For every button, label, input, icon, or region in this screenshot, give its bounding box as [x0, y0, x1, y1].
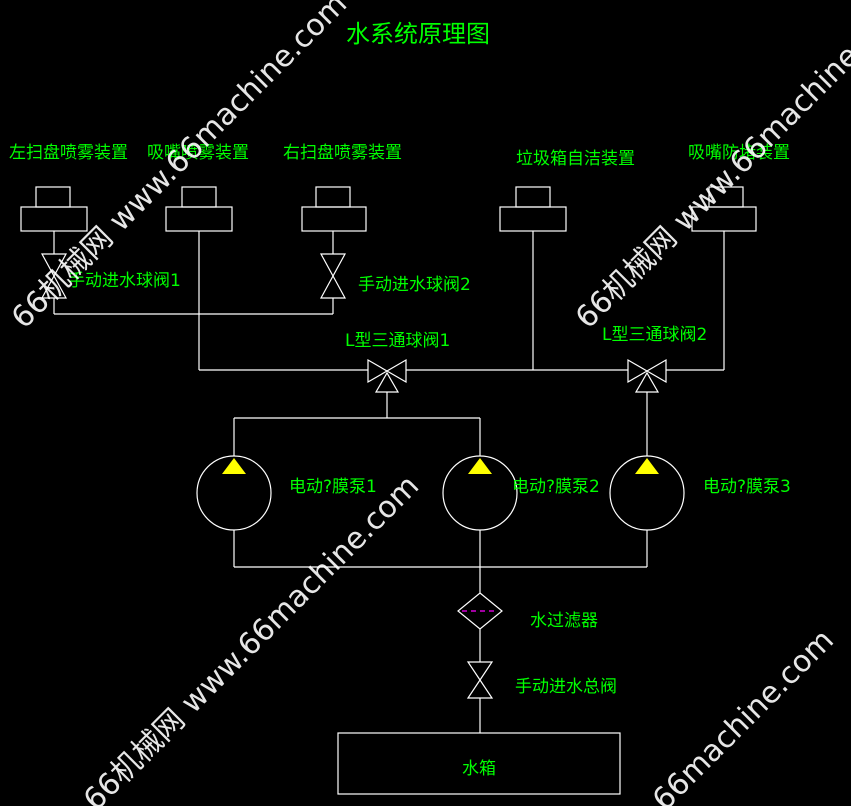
pump-2: [442, 455, 518, 531]
valve-manual-main: [466, 661, 494, 699]
water-tank: [337, 732, 621, 795]
diagram-title: 水系统原理图: [346, 20, 490, 48]
label-l-valve-2: L型三通球阀2: [602, 325, 707, 345]
valve-manual-1: [40, 253, 68, 299]
pump-3: [609, 455, 685, 531]
device-left-sweep-spray: [20, 186, 88, 232]
label-water-filter: 水过滤器: [530, 611, 598, 631]
valve-manual-2: [319, 253, 347, 299]
device-nozzle-spray: [165, 186, 233, 232]
watermark-4: 66machine.com: [646, 623, 841, 806]
pump-1: [196, 455, 272, 531]
label-bin-self-clean: 垃圾箱自洁装置: [516, 149, 635, 169]
label-right-sweep-spray: 右扫盘喷雾装置: [283, 143, 402, 163]
valve-l-three-way-2: [627, 358, 667, 393]
watermark-3: 66机械网 www.66machine.com: [77, 468, 426, 806]
label-pump-1: 电动?膜泵1: [289, 477, 377, 497]
label-manual-valve-1: 手动进水球阀1: [68, 271, 181, 291]
label-nozzle-spray: 吸嘴喷雾装置: [147, 143, 249, 163]
watermarks: 66机械网 www.66machine.com 66机械网 www.66mach…: [5, 0, 851, 806]
device-right-sweep-spray: [301, 186, 367, 232]
label-pump-3: 电动?膜泵3: [703, 477, 791, 497]
label-water-tank: 水箱: [462, 759, 496, 779]
label-l-valve-1: L型三通球阀1: [345, 331, 450, 351]
label-main-valve: 手动进水总阀: [515, 677, 617, 697]
valve-l-three-way-1: [367, 358, 407, 393]
label-nozzle-anti-clog: 吸嘴防堵装置: [688, 143, 790, 163]
piping: [53, 231, 725, 733]
water-filter: [457, 592, 503, 630]
label-pump-2: 电动?膜泵2: [512, 477, 600, 497]
label-manual-valve-2: 手动进水球阀2: [358, 275, 471, 295]
device-bin-self-clean: [499, 186, 567, 232]
label-left-sweep-spray: 左扫盘喷雾装置: [9, 143, 128, 163]
